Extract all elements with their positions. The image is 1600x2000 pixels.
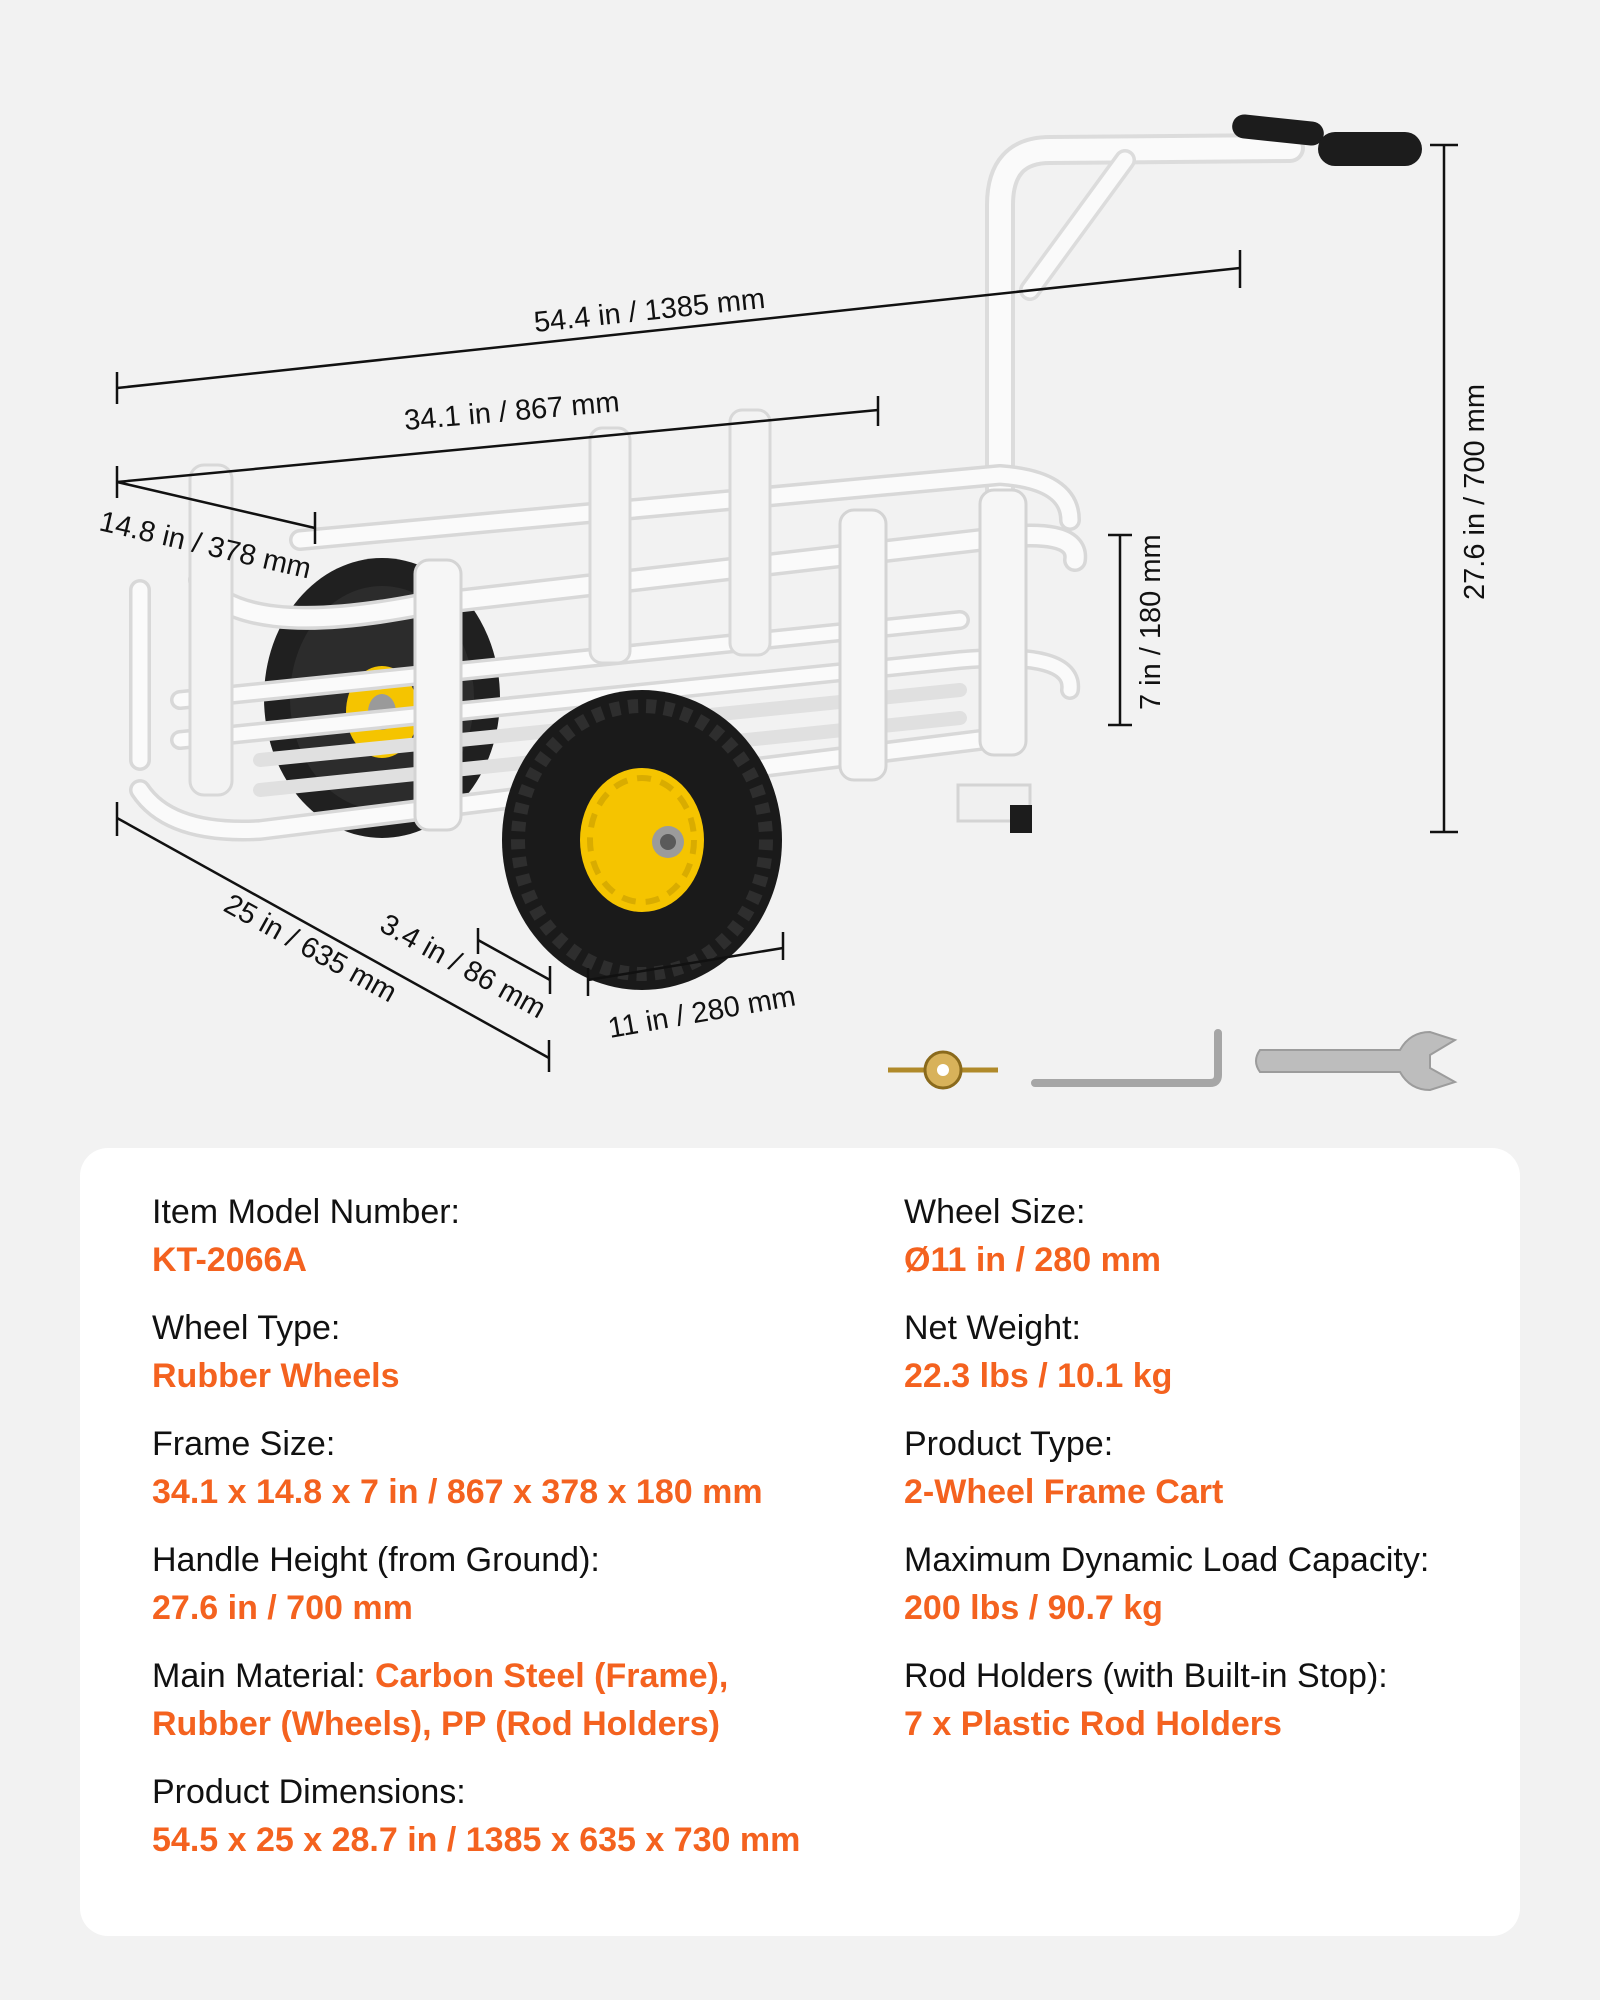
spec-wheel-size: Wheel Size: Ø11 in / 280 mm — [904, 1188, 1504, 1304]
spec-value: 7 x Plastic Rod Holders — [904, 1705, 1282, 1743]
spec-handle-height: Handle Height (from Ground): 27.6 in / 7… — [152, 1536, 872, 1652]
spec-value: 54.5 x 25 x 28.7 in / 1385 x 635 x 730 m… — [152, 1821, 801, 1859]
spec-label: Main Material: — [152, 1657, 375, 1695]
dimension-lines — [115, 143, 1458, 1072]
spec-value: Rubber Wheels — [152, 1357, 400, 1395]
spec-main-material: Main Material: Carbon Steel (Frame), Rub… — [152, 1652, 872, 1768]
spec-label: Product Dimensions: — [152, 1773, 466, 1811]
handle-grip-left — [1232, 114, 1324, 146]
front-wheel — [502, 690, 782, 990]
spec-net-weight: Net Weight: 22.3 lbs / 10.1 kg — [904, 1304, 1504, 1420]
spec-rod-holders: Rod Holders (with Built-in Stop): 7 x Pl… — [904, 1652, 1504, 1768]
spec-label: Rod Holders (with Built-in Stop): — [904, 1657, 1388, 1695]
spec-label: Maximum Dynamic Load Capacity: — [904, 1541, 1430, 1579]
spec-label: Item Model Number: — [152, 1193, 460, 1231]
spec-load-capacity: Maximum Dynamic Load Capacity: 200 lbs /… — [904, 1536, 1504, 1652]
spec-value: KT-2066A — [152, 1241, 307, 1279]
spec-label: Wheel Type: — [152, 1309, 341, 1347]
wheel-diameter-label: 11 in / 280 mm — [606, 980, 798, 1044]
spec-value: 2-Wheel Frame Cart — [904, 1473, 1224, 1511]
spec-value: 27.6 in / 700 mm — [152, 1589, 413, 1627]
specifications-card: Item Model Number: KT-2066A Wheel Type: … — [80, 1148, 1520, 1936]
spec-value: Rubber (Wheels), PP (Rod Holders) — [152, 1705, 720, 1743]
spec-label: Handle Height (from Ground): — [152, 1541, 600, 1579]
frame-length-label: 34.1 in / 867 mm — [403, 386, 621, 437]
hex-key-icon — [1031, 1029, 1222, 1087]
spec-label: Net Weight: — [904, 1309, 1082, 1347]
spec-label: Wheel Size: — [904, 1193, 1086, 1231]
bolt-key-icon — [888, 1050, 998, 1090]
frame-height-label: 7 in / 180 mm — [1135, 534, 1167, 710]
product-illustration: 54.4 in / 1385 mm 34.1 in / 867 mm 14.8 … — [96, 114, 1491, 1092]
spec-column-left: Item Model Number: KT-2066A Wheel Type: … — [152, 1188, 872, 1884]
spec-value: 34.1 x 14.8 x 7 in / 867 x 378 x 180 mm — [152, 1473, 763, 1511]
handle-height-label: 27.6 in / 700 mm — [1459, 384, 1491, 600]
spec-frame-size: Frame Size: 34.1 x 14.8 x 7 in / 867 x 3… — [152, 1420, 872, 1536]
rod-holders — [188, 408, 1032, 833]
spec-value: 22.3 lbs / 10.1 kg — [904, 1357, 1173, 1395]
wrench-icon — [1255, 1030, 1458, 1092]
spec-value: 200 lbs / 90.7 kg — [904, 1589, 1163, 1627]
spec-value: Ø11 in / 280 mm — [904, 1241, 1162, 1279]
spec-product-type: Product Type: 2-Wheel Frame Cart — [904, 1420, 1504, 1536]
spec-label-row: Main Material: Carbon Steel (Frame), — [152, 1652, 872, 1700]
spec-label: Product Type: — [904, 1425, 1114, 1463]
overall-width-label: 25 in / 635 mm — [219, 888, 402, 1009]
spec-wheel-type: Wheel Type: Rubber Wheels — [152, 1304, 872, 1420]
cart-handle — [985, 114, 1422, 515]
handle-grip-right — [1318, 132, 1422, 166]
spec-product-dimensions: Product Dimensions: 54.5 x 25 x 28.7 in … — [152, 1768, 872, 1884]
spec-inline-value: Carbon Steel (Frame), — [374, 1657, 729, 1695]
spec-label: Frame Size: — [152, 1425, 336, 1463]
spec-model-number: Item Model Number: KT-2066A — [152, 1188, 872, 1304]
spec-column-right: Wheel Size: Ø11 in / 280 mm Net Weight: … — [904, 1188, 1504, 1768]
